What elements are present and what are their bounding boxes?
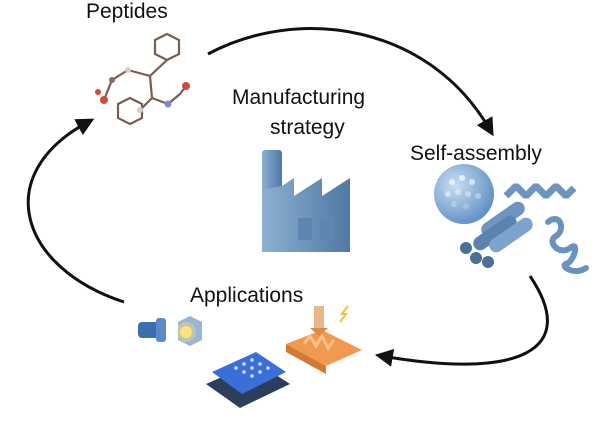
- arrow-self-assembly-to-applications: [374, 275, 549, 367]
- arrow-peptides-to-self-assembly: [207, 27, 494, 137]
- helix-ribbon-icon: [545, 216, 589, 275]
- label-self-assembly: Self-assembly: [410, 142, 542, 165]
- peptide-molecule-icon: [95, 32, 190, 126]
- electrode-device-icon: [286, 305, 362, 374]
- label-strategy: strategy: [270, 116, 345, 139]
- factory-icon: [262, 150, 350, 252]
- sensor-chip-icon: [206, 352, 290, 408]
- label-peptides: Peptides: [86, 0, 168, 23]
- label-manufacturing: Manufacturing: [232, 86, 366, 109]
- arrow-applications-to-peptides: [26, 118, 125, 304]
- beta-sheet-icon: [503, 183, 577, 199]
- nanofiber-bundle-icon: [460, 201, 533, 268]
- label-applications: Applications: [190, 284, 304, 307]
- nanosphere-icon: [434, 164, 494, 224]
- lens-tube-icon: [138, 316, 202, 346]
